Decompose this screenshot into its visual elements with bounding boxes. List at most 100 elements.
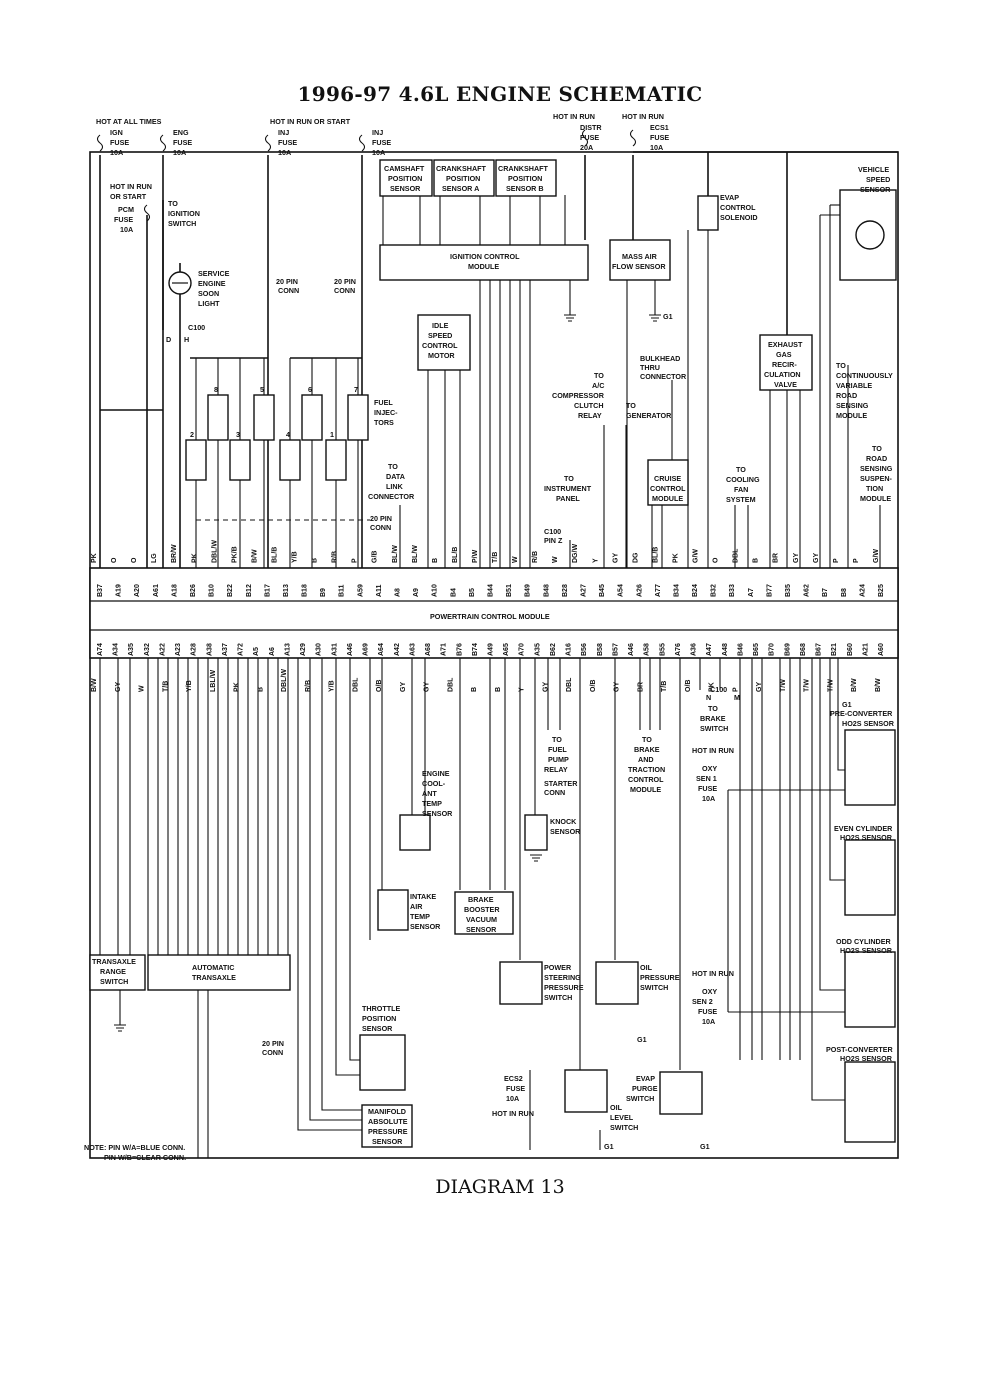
svg-text:ENGINE: ENGINE	[198, 279, 226, 288]
svg-text:FUSE: FUSE	[110, 138, 129, 147]
fuse-icons	[96, 129, 637, 222]
svg-text:SENSING: SENSING	[860, 464, 893, 473]
pcm-pin-label: B21	[831, 643, 838, 656]
iat-box	[377, 889, 409, 931]
wire-color-label: DBL	[566, 677, 573, 692]
wire-color-label: PK	[234, 682, 241, 692]
svg-text:PRESSURE: PRESSURE	[544, 983, 584, 992]
wire-color-label: G/W	[693, 549, 700, 563]
svg-text:INTAKE: INTAKE	[410, 892, 436, 901]
auto-transaxle-box	[147, 954, 291, 991]
svg-text:ODD CYLINDER: ODD CYLINDER	[836, 937, 892, 946]
pcm-pin-label: B44	[488, 584, 495, 597]
crank-b-sensor-box	[495, 159, 557, 197]
pcm-pin-label: A68	[425, 643, 432, 656]
pcm-pin-label: B9	[320, 588, 327, 597]
wire-color-label: PK	[673, 553, 680, 563]
svg-text:STEERING: STEERING	[544, 973, 581, 982]
svg-text:POSITION: POSITION	[508, 174, 542, 183]
svg-text:CAMSHAFT: CAMSHAFT	[384, 164, 425, 173]
svg-text:TORS: TORS	[374, 418, 394, 427]
pcm-pin-label: B35	[785, 584, 792, 597]
svg-text:10A: 10A	[173, 148, 186, 157]
svg-text:HOT IN RUN: HOT IN RUN	[110, 182, 152, 191]
pcm-pin-label: B55	[659, 643, 666, 656]
pcm-pin-label: B8	[841, 588, 848, 597]
ho2s-pre-box	[844, 729, 896, 806]
svg-text:SWITCH: SWITCH	[610, 1123, 638, 1132]
wire-color-label: R/B	[532, 551, 539, 563]
trs-box	[89, 954, 146, 991]
svg-text:PRESSURE: PRESSURE	[368, 1127, 408, 1136]
pcm-pin-label: A18	[171, 584, 178, 597]
note-line-2: PIN W/B=CLEAR CONN.	[104, 1153, 186, 1162]
svg-text:OIL: OIL	[610, 1103, 623, 1112]
svg-text:MODULE: MODULE	[652, 494, 683, 503]
pcm-pin-label: B48	[543, 584, 550, 597]
svg-text:G1: G1	[637, 1035, 647, 1044]
svg-text:10A: 10A	[506, 1094, 519, 1103]
icm-box	[379, 244, 589, 281]
pcm-pin-label: A7	[748, 588, 755, 597]
pcm-pin-label: A36	[691, 643, 698, 656]
svg-text:FUEL: FUEL	[548, 745, 567, 754]
svg-text:TEMP: TEMP	[422, 799, 442, 808]
bbvs-box	[454, 891, 514, 935]
svg-text:HOT IN RUN OR START: HOT IN RUN OR START	[270, 117, 351, 126]
pcm-pin-label: A20	[134, 584, 141, 597]
wire-color-label: W	[552, 556, 559, 563]
svg-text:SWITCH: SWITCH	[100, 977, 128, 986]
svg-text:10A: 10A	[372, 148, 385, 157]
svg-text:ECS1: ECS1	[650, 123, 669, 132]
wire-color-label: BR/W	[171, 544, 178, 563]
svg-text:SENSOR: SENSOR	[550, 827, 581, 836]
pcm-pin-label: B45	[599, 584, 606, 597]
svg-text:TEMP: TEMP	[410, 912, 430, 921]
svg-text:ENG: ENG	[173, 128, 189, 137]
pcm-pin-label: A24	[859, 584, 866, 597]
svg-text:COOL-: COOL-	[422, 779, 446, 788]
wire-color-label: BR	[773, 553, 780, 563]
pcm-pin-label: A23	[175, 643, 182, 656]
svg-text:SENSOR: SENSOR	[860, 185, 891, 194]
pcm-pin-label: A32	[144, 643, 151, 656]
svg-text:TRANSAXLE: TRANSAXLE	[192, 973, 236, 982]
svg-text:SUSPEN-: SUSPEN-	[860, 474, 893, 483]
svg-text:POSITION: POSITION	[388, 174, 422, 183]
wire-color-label: W	[139, 685, 146, 692]
pcm-pin-label: A30	[316, 643, 323, 656]
svg-text:CRUISE: CRUISE	[654, 474, 681, 483]
svg-text:BRAKE: BRAKE	[634, 745, 660, 754]
svg-text:SEN 1: SEN 1	[696, 774, 717, 783]
pcm-pin-label: B46	[737, 643, 744, 656]
pcm-pin-label: A46	[628, 643, 635, 656]
svg-text:HOT IN RUN: HOT IN RUN	[692, 746, 734, 755]
svg-text:POSITION: POSITION	[362, 1014, 396, 1023]
svg-text:2: 2	[190, 430, 194, 439]
pcm-pin-label: B65	[753, 643, 760, 656]
svg-text:10A: 10A	[110, 148, 123, 157]
wire-color-label: O	[131, 557, 138, 563]
svg-text:HO2S SENSOR: HO2S SENSOR	[840, 1054, 893, 1063]
pcm-pin-label: A16	[566, 643, 573, 656]
svg-text:SENSOR: SENSOR	[466, 925, 497, 934]
svg-text:PIN Z: PIN Z	[544, 536, 563, 545]
iac-box	[417, 314, 471, 371]
wire-color-label: R/B	[332, 551, 339, 563]
pcm-pin-label: A62	[804, 584, 811, 597]
svg-text:5: 5	[260, 385, 264, 394]
svg-text:TO: TO	[872, 444, 882, 453]
svg-text:10A: 10A	[278, 148, 291, 157]
svg-text:SENSOR: SENSOR	[362, 1024, 393, 1033]
pcm-pin-label: B7	[822, 588, 829, 597]
svg-text:FLOW SENSOR: FLOW SENSOR	[612, 262, 666, 271]
svg-text:MODULE: MODULE	[468, 262, 499, 271]
pcm-pin-label: A59	[357, 584, 364, 597]
pcm-pin-label: A21	[862, 643, 869, 656]
top-wiring	[99, 151, 898, 568]
wire-color-label: B/W	[91, 678, 98, 692]
vss-box	[839, 189, 897, 281]
pcm-pin-label: A77	[655, 584, 662, 597]
pcm-pin-label: B74	[472, 643, 479, 656]
pcm-pin-label: B4	[450, 588, 457, 597]
